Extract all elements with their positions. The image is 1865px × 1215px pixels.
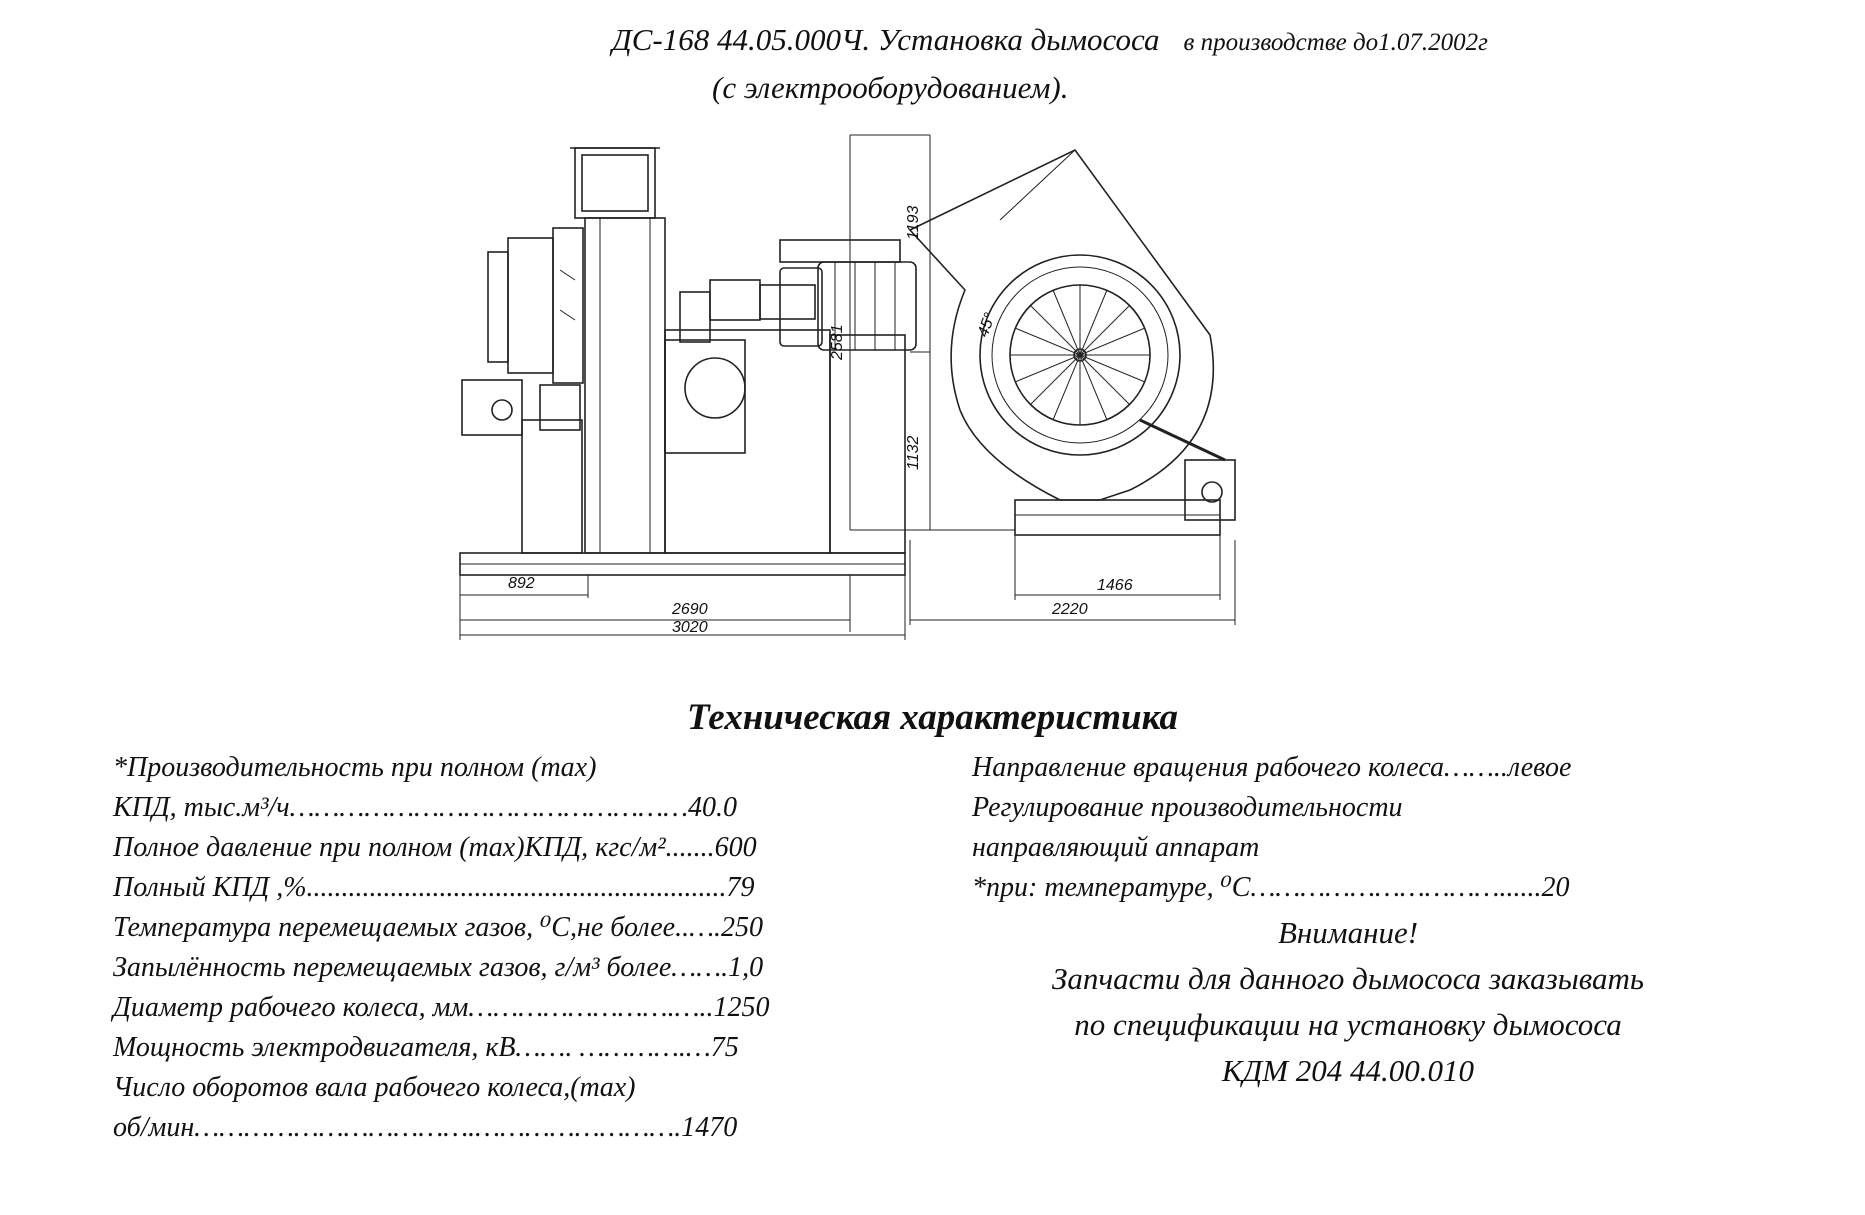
technical-drawing: 892 2690 3020: [440, 120, 1440, 640]
dim-3020: 3020: [672, 619, 708, 636]
attention-line: Запчасти для данного дымососа заказывать: [1052, 961, 1644, 996]
document-subtitle: (с электрооборудованием).: [712, 70, 1069, 105]
spec-line: Регулирование производительности: [972, 792, 1403, 823]
dim-2690: 2690: [671, 601, 708, 618]
title-text: ДС-168 44.05.000Ч. Установка дымососа: [612, 22, 1160, 57]
dim-1193: 1193: [905, 205, 922, 240]
spec-line: Полное давление при полном (max)КПД, кгс…: [113, 832, 757, 863]
document-title: ДС-168 44.05.000Ч. Установка дымососа в п…: [612, 22, 1488, 58]
attention-line: по спецификации на установку дымососа: [1074, 1007, 1622, 1042]
dim-2581: 2581: [829, 324, 846, 361]
dim-2220: 2220: [1051, 601, 1088, 618]
spec-line: *при: температуре, ⁰С…………………………......20: [972, 872, 1570, 903]
attention-line: КДМ 204 44.00.010: [1221, 1053, 1475, 1088]
tech-spec-title: Техническая характеристика: [687, 697, 1178, 738]
drawing-svg: 892 2690 3020: [459, 134, 1236, 640]
side-view: [849, 134, 1236, 625]
dim-1466: 1466: [1097, 577, 1133, 594]
spec-line: КПД, тыс.м³/ч…………………………………………40.0: [113, 792, 737, 823]
front-view: [459, 147, 917, 640]
spec-line: об/мин…………………………….…………………….1470: [113, 1112, 738, 1143]
spec-line: Температура перемещаемых газов, ⁰С,не бо…: [113, 912, 763, 943]
spec-line: Диаметр рабочего колеса, мм…………………….…..1…: [113, 992, 770, 1023]
spec-line: Мощность электродвигателя, кВ……. ………….…7…: [113, 1032, 739, 1063]
spec-left-column: *Производительность при полном (max) КПД…: [113, 748, 769, 1148]
attention-note: Внимание! Запчасти для данного дымососа …: [972, 910, 1724, 1094]
spec-line: направляющий аппарат: [972, 832, 1260, 863]
spec-line: Полный КПД ,%...........................…: [113, 872, 755, 903]
production-note: в производстве до1.07.2002г: [1183, 29, 1488, 56]
dim-892: 892: [508, 575, 535, 592]
spec-line: *Производительность при полном (max): [113, 752, 597, 783]
spec-line: Направление вращения рабочего колеса……..…: [972, 752, 1572, 783]
spec-line: Запылённость перемещаемых газов, г/м³ бо…: [113, 952, 764, 983]
dim-1132: 1132: [905, 435, 922, 470]
spec-line: Число оборотов вала рабочего колеса,(max…: [113, 1072, 636, 1103]
spec-right-column: Направление вращения рабочего колеса……..…: [972, 748, 1571, 908]
angle-label: 45°: [975, 310, 999, 339]
attention-heading: Внимание!: [1277, 915, 1419, 950]
